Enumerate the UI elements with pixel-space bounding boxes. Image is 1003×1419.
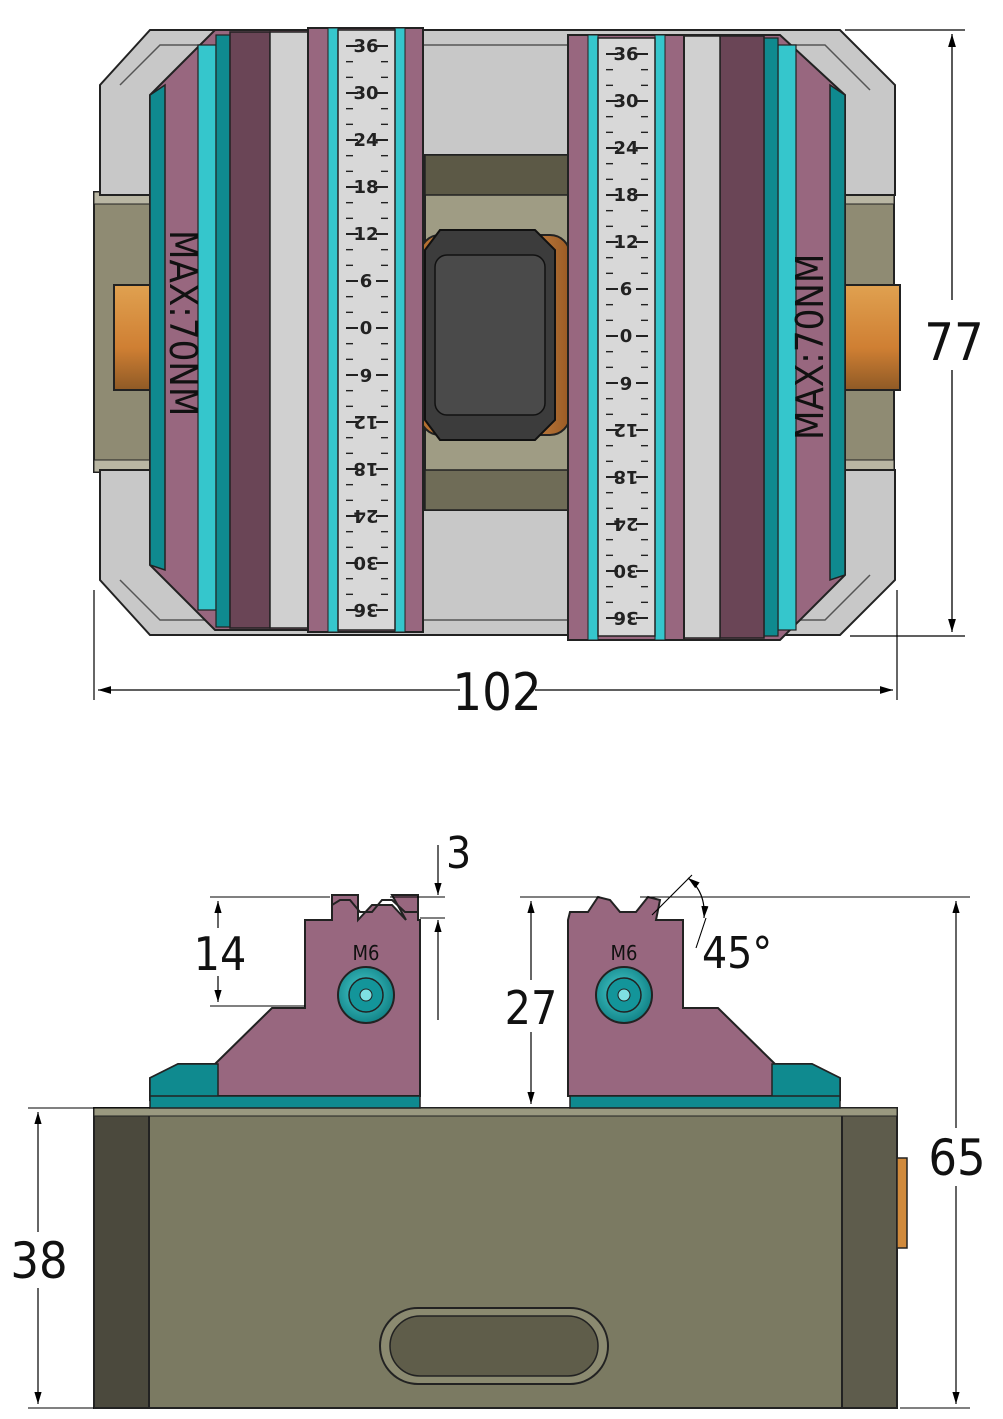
front-view: M6 M6 3 14 27 45° — [10, 828, 986, 1409]
scale-label: 24 — [353, 505, 378, 526]
right-jaw-top — [567, 34, 846, 641]
scale-label: 12 — [613, 232, 638, 253]
dim-angle: 45° — [702, 928, 772, 979]
scale-right: 36 30 24 18 12 6 0 6 12 18 24 30 36 — [606, 44, 648, 628]
top-view: MAX:70NM 36 30 24 18 12 6 0 6 12 18 24 30 36 MAX:70N… — [93, 27, 984, 723]
scale-label: 36 — [353, 36, 378, 57]
scale-label: 30 — [353, 83, 378, 104]
screw-right — [841, 284, 901, 391]
scale-label: 6 — [620, 372, 633, 393]
dim-depth: 77 — [924, 313, 984, 373]
scale-label: 12 — [613, 419, 638, 440]
scale-label: 30 — [613, 560, 638, 581]
dim-base-height: 38 — [10, 1232, 67, 1290]
torque-label-right: MAX:70NM — [788, 254, 832, 440]
dim-width: 102 — [452, 663, 541, 723]
dim-total-height: 65 — [928, 1129, 985, 1187]
scale-label: 30 — [353, 552, 378, 573]
scale-label: 6 — [360, 271, 373, 292]
torque-label-left: MAX:70NM — [161, 230, 205, 416]
scale-label: 18 — [353, 458, 378, 479]
scale-label: 6 — [360, 364, 373, 385]
left-jaw-front — [149, 894, 421, 1109]
scale-label: 0 — [620, 326, 633, 347]
scale-label: 0 — [360, 318, 373, 339]
dim-step: 14 — [194, 927, 247, 981]
scale-label: 24 — [353, 130, 378, 151]
dim-jaw-height: 27 — [505, 981, 558, 1035]
thread-label-right: M6 — [611, 941, 638, 965]
scale-label: 18 — [613, 466, 638, 487]
scale-label: 24 — [613, 513, 638, 534]
scale-label: 24 — [613, 138, 638, 159]
right-jaw-front — [567, 895, 841, 1109]
scale-label: 18 — [613, 185, 638, 206]
dim-groove: 3 — [446, 828, 471, 879]
scale-left: 36 30 24 18 12 6 0 6 12 18 24 30 36 — [346, 36, 388, 620]
scale-label: 12 — [353, 224, 378, 245]
left-jaw-top — [149, 27, 424, 633]
scale-label: 30 — [613, 91, 638, 112]
scale-left-strip — [337, 29, 396, 631]
scale-label: 6 — [620, 279, 633, 300]
scale-label: 12 — [353, 411, 378, 432]
thread-label-left: M6 — [353, 941, 380, 965]
scale-label: 36 — [353, 599, 378, 620]
scale-label: 36 — [613, 44, 638, 65]
scale-label: 18 — [353, 177, 378, 198]
scale-label: 36 — [613, 607, 638, 628]
